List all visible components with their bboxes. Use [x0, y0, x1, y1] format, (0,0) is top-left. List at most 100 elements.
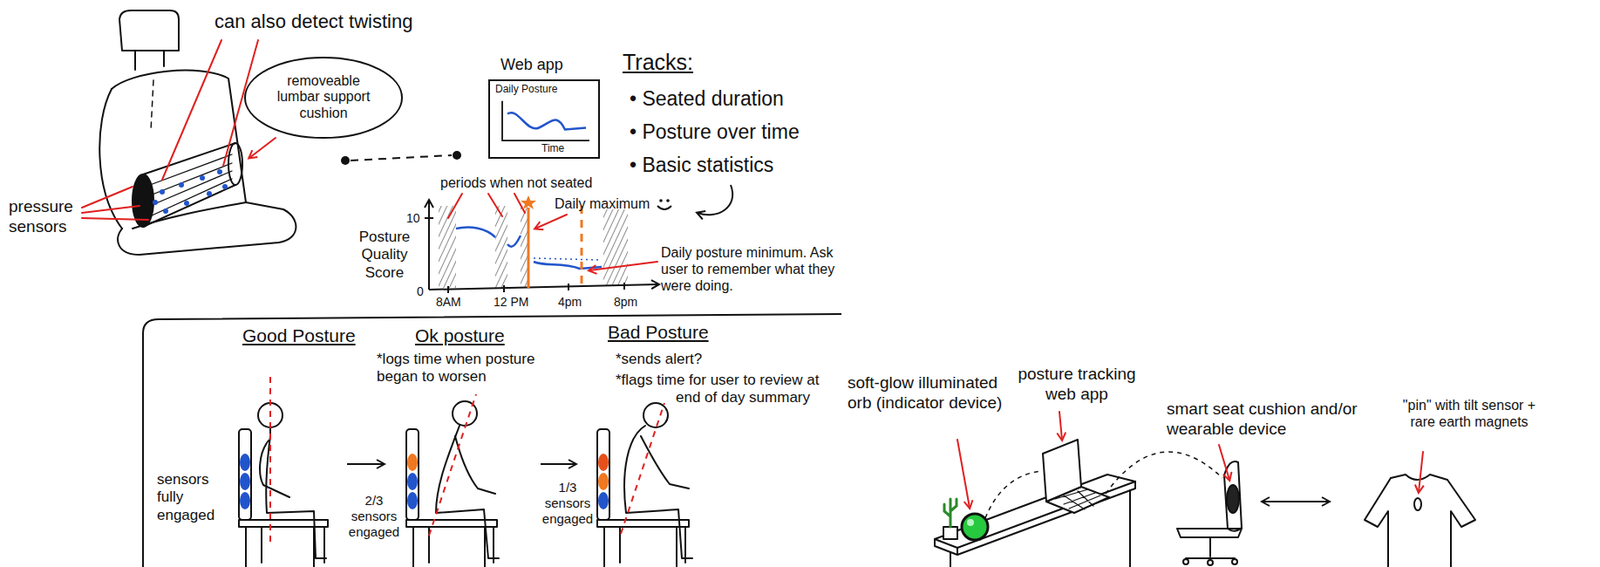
cactus: [944, 498, 957, 527]
stage-arrow: [540, 462, 576, 465]
axis-tick: 0: [416, 284, 424, 300]
sensor-indicator: [239, 472, 251, 491]
bubble-outline: [245, 57, 402, 138]
chair-illustration: [1226, 484, 1240, 513]
desk-illustration: [1042, 439, 1082, 502]
posture-chart: [580, 205, 584, 288]
seat-illustration: [150, 80, 154, 131]
posture-chart: [507, 235, 521, 247]
sensor-indicator: [598, 491, 609, 510]
sensor-indicator: [239, 453, 251, 471]
ok-posture-figure: [413, 526, 494, 567]
leader-line: [1418, 451, 1423, 492]
leader-line: [81, 186, 149, 220]
note: *sends alert?: [615, 350, 702, 368]
sensor-indicator: [407, 472, 418, 491]
good-posture-figure: [238, 402, 328, 567]
screen-title: Daily Posture: [490, 81, 599, 96]
pressure-sensor-dots: [206, 190, 212, 197]
smiley: [657, 205, 672, 210]
axis-tick: 10: [406, 211, 421, 226]
desk-illustration: [950, 490, 1131, 567]
sensor-note: sensors fully engaged: [156, 470, 231, 525]
sensor-note: 1/3 sensors engaged: [540, 479, 595, 527]
posture-chart: [520, 205, 528, 288]
desk-illustration: [934, 439, 1136, 567]
leader-line: [1218, 444, 1230, 480]
wireless-link: [340, 156, 350, 165]
posture-chart: [533, 258, 602, 260]
ok-posture-figure: [435, 425, 499, 559]
callout-bubble: removeable lumbar support cushion: [243, 55, 404, 140]
sensor-indicator: [407, 453, 418, 471]
posture-axis: [428, 394, 477, 536]
smiley: [657, 198, 672, 210]
ok-posture-figure: [455, 435, 496, 494]
bad-posture-figure: [597, 428, 610, 520]
good-posture-figure: [238, 428, 252, 520]
cactus: [944, 498, 957, 527]
wireless-link: [452, 150, 462, 160]
smiley: [659, 198, 663, 203]
sensor-note: 2/3 sensors engaged: [347, 492, 402, 540]
bad-posture-figure: [640, 435, 689, 489]
wireless-link: [985, 470, 1042, 518]
indicator-orb: [961, 513, 988, 540]
list-heading: Tracks:: [622, 48, 694, 75]
chair-illustration: [1183, 558, 1189, 565]
leader-line: [81, 40, 276, 220]
posture-chart: [424, 217, 625, 293]
good-posture-figure: [259, 440, 290, 498]
axis-title: Posture Quality Score: [354, 228, 416, 282]
callout-label: soft-glow illuminated orb (indicator dev…: [847, 373, 1003, 414]
bad-posture-figure: [643, 402, 668, 428]
annotation: can also detect twisting: [214, 10, 413, 34]
pressure-sensor-dots: [163, 208, 169, 214]
sensor-indicator: [407, 453, 418, 510]
pressure-sensor-dots: [159, 189, 165, 195]
seat-illustration: [119, 10, 179, 51]
chart-annotation: periods when not seated: [440, 174, 593, 191]
wireless-link: [1105, 451, 1223, 494]
leader-line: [589, 261, 658, 271]
chart-annotation: Daily posture minimum. Ask user to remem…: [660, 244, 840, 295]
web-app-screen: Web appDaily PostureTime: [488, 55, 600, 159]
leader-line: [488, 193, 503, 217]
stage-arrow: [347, 462, 576, 465]
pointer-arrow: [697, 184, 733, 215]
wireless-link: [350, 155, 452, 161]
chair-illustration: [1232, 558, 1238, 565]
swap-arrow: [1262, 500, 1329, 503]
ok-posture-figure: [406, 428, 419, 520]
screen-frame: Daily PostureTime: [488, 79, 600, 159]
callout-label: posture tracking web app: [1011, 364, 1143, 405]
callout-label: pressure sensors: [8, 197, 82, 238]
desk-illustration: [943, 526, 958, 539]
sensor-indicator: [407, 491, 418, 510]
leader-line: [535, 214, 567, 229]
posture-chart: [533, 261, 602, 269]
posture-chart: [527, 207, 531, 288]
ok-posture-figure: [406, 519, 498, 527]
pressure-sensor-dots: [152, 199, 158, 205]
mini-chart-axis: [502, 100, 590, 140]
leader-line: [448, 193, 463, 218]
sensor-indicator: [239, 491, 251, 510]
pressure-sensor-dots: [178, 182, 184, 188]
screen-heading: Web app: [500, 55, 600, 75]
bubble-text: removeable lumbar support cushion: [270, 73, 377, 122]
wireless-link: [985, 451, 1223, 518]
sensor-indicator: [598, 472, 609, 491]
axis-tick: 4pm: [558, 294, 582, 310]
bad-posture-figure: [597, 402, 693, 567]
wireless-link: [340, 150, 462, 165]
mini-chart-line: [507, 112, 586, 130]
pressure-sensor-dots: [222, 183, 228, 190]
seat-illustration: [142, 142, 236, 227]
leader-line: [1059, 411, 1063, 440]
note: *logs time when posture began to worsen: [376, 350, 565, 387]
seat-illustration: [149, 154, 232, 217]
